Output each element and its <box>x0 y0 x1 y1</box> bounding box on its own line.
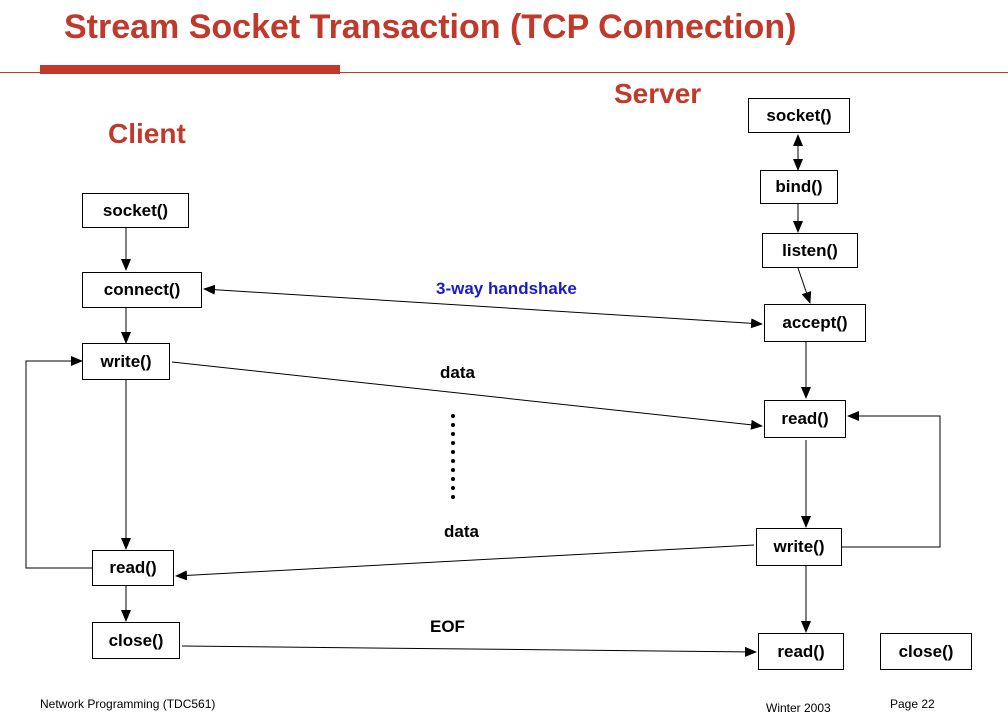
server-heading: Server <box>614 78 702 109</box>
arrow-listen-accept <box>797 267 812 304</box>
server-write-box: write() <box>756 528 842 566</box>
footer-course: Network Programming (TDC561) <box>40 697 216 711</box>
slide-title: Stream Socket Transaction (TCP Connectio… <box>64 8 797 46</box>
server-socket-box: socket() <box>748 98 850 133</box>
eof-label: EOF <box>430 617 465 636</box>
data-label-2: data <box>444 522 479 541</box>
footer-term: Winter 2003 <box>766 701 831 715</box>
footer-page: Page 22 <box>890 697 935 711</box>
client-loop-arrow <box>25 356 92 569</box>
handshake-label: 3-way handshake <box>436 279 577 298</box>
client-read-box: read() <box>92 550 174 586</box>
server-loop-arrow <box>842 411 941 548</box>
server-close-box: close() <box>880 633 972 670</box>
handshake-arrow <box>203 284 763 329</box>
data-arrow-client-to-server <box>171 361 763 430</box>
client-socket-box: socket() <box>82 193 189 228</box>
server-read-box: read() <box>764 400 846 438</box>
server-bind-box: bind() <box>760 170 838 204</box>
data-arrow-server-to-client <box>175 544 755 581</box>
server-accept-box: accept() <box>764 304 866 342</box>
ellipsis-dots <box>451 414 455 499</box>
eof-arrow <box>181 645 757 657</box>
title-accent-bar <box>40 65 340 74</box>
server-read2-box: read() <box>758 633 844 670</box>
client-write-box: write() <box>82 343 170 380</box>
client-connect-box: connect() <box>82 272 202 308</box>
title-rule <box>0 72 1008 73</box>
client-close-box: close() <box>92 622 180 659</box>
data-label-1: data <box>440 363 475 382</box>
client-heading: Client <box>108 118 186 149</box>
server-listen-box: listen() <box>762 233 858 268</box>
